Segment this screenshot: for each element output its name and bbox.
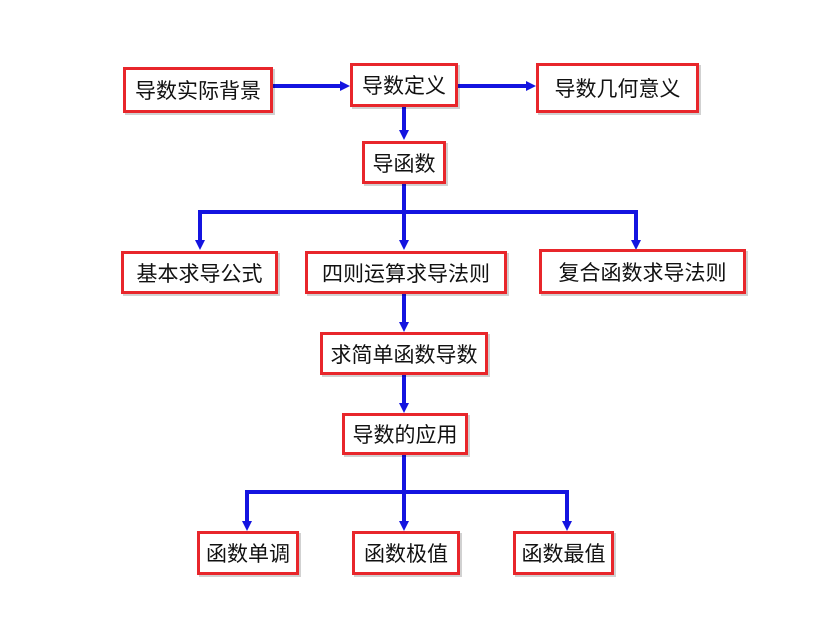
node-derivative-background: 导数实际背景	[123, 67, 273, 113]
node-function-maximum: 函数最值	[513, 531, 614, 575]
node-derivative-applications: 导数的应用	[342, 413, 468, 455]
node-derivative-function: 导函数	[362, 141, 446, 184]
node-geometric-meaning: 导数几何意义	[536, 63, 699, 113]
node-function-monotonicity: 函数单调	[197, 531, 299, 575]
node-derivative-definition: 导数定义	[350, 63, 458, 107]
node-basic-derivative-formulas: 基本求导公式	[121, 251, 278, 294]
node-function-extremum: 函数极值	[352, 531, 460, 575]
node-composite-function-rule: 复合函数求导法则	[539, 249, 746, 294]
node-arithmetic-derivative-rules: 四则运算求导法则	[305, 251, 507, 294]
node-simple-function-derivatives: 求简单函数导数	[320, 332, 488, 375]
